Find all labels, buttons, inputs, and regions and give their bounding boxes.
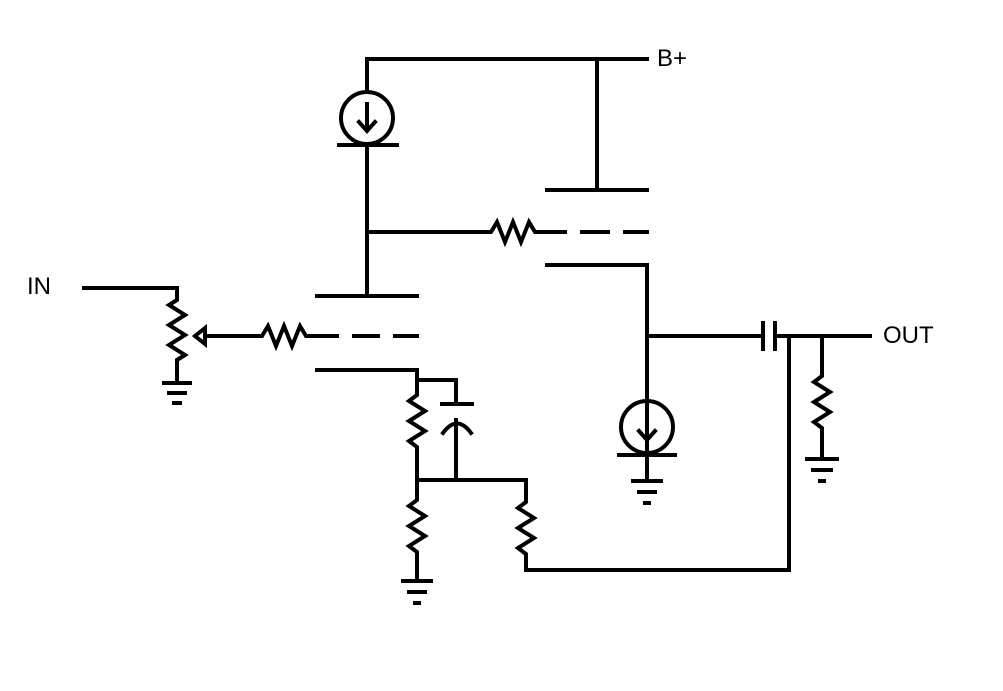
supply-rail [365, 57, 649, 192]
output-network [645, 321, 872, 483]
input-label: IN [27, 273, 51, 300]
feedback-network [514, 334, 791, 572]
grid-stopper-upper [365, 216, 549, 248]
tube-upper-cathode [545, 263, 649, 457]
tube-lower [315, 294, 419, 372]
current-source-top [337, 57, 399, 298]
cathode-network [401, 368, 528, 605]
tube-upper [545, 188, 649, 457]
input-network [82, 286, 319, 405]
supply-label: B+ [657, 45, 687, 72]
output-label: OUT [883, 322, 934, 349]
current-source-bottom [617, 399, 677, 505]
